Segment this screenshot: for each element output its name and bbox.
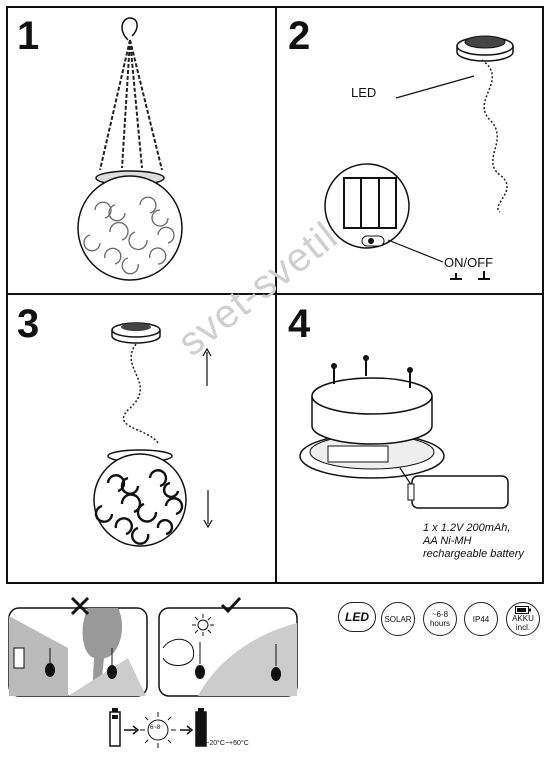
charging-diagram xyxy=(109,708,207,748)
step-number-3: 3 xyxy=(17,302,40,346)
hours-badge-unit: hours xyxy=(429,619,450,628)
akku-sub-label: incl. xyxy=(515,623,531,632)
step-number-4: 4 xyxy=(288,302,311,346)
hours-badge-value: ~6-8 xyxy=(431,610,449,619)
on-off-label: ON/OFF xyxy=(444,255,494,270)
ip-rating-badge: IP44 xyxy=(464,602,498,636)
switch-pointer-line xyxy=(387,239,444,263)
check-icon xyxy=(220,596,242,614)
akku-label: AKKU xyxy=(512,614,534,623)
battery-spec-line3: rechargeable battery xyxy=(423,548,524,560)
step-number-1: 1 xyxy=(17,14,40,58)
akku-badge: AKKU incl. xyxy=(506,602,540,636)
battery-spec-line1: 1 x 1.2V 200mAh, xyxy=(423,522,511,534)
led-wire xyxy=(481,59,508,213)
sun-icon xyxy=(192,614,214,636)
temperature-range: -20°C~+60°C xyxy=(207,740,249,747)
placement-correct-illustration xyxy=(158,607,298,697)
battery-compartment-illustration xyxy=(299,355,509,509)
battery-spec-line2: AA Ni-MH xyxy=(423,535,472,547)
cross-icon xyxy=(70,596,90,616)
down-arrow xyxy=(203,490,213,529)
solar-cap-illustration xyxy=(456,35,514,62)
lantern-with-solar-cap xyxy=(93,322,187,547)
led-label: LED xyxy=(351,85,377,100)
led-pointer-line xyxy=(395,75,475,99)
switch-symbols xyxy=(450,271,490,280)
solar-badge: SOLAR xyxy=(381,602,415,636)
led-badge: LED xyxy=(338,602,376,632)
solar-panel-closeup xyxy=(324,163,410,249)
grid-divider-vertical xyxy=(275,6,277,584)
solar-badge-label: SOLAR xyxy=(384,614,412,624)
battery-icon xyxy=(515,606,531,614)
step-number-2: 2 xyxy=(288,14,311,58)
hanging-lantern-illustration xyxy=(77,17,183,281)
up-arrow xyxy=(202,347,212,386)
hours-badge: ~6-8 hours xyxy=(423,602,457,636)
placement-wrong-illustration xyxy=(8,607,148,697)
grid-divider-horizontal xyxy=(6,293,544,295)
sun-hours-label: 6~8 xyxy=(150,725,161,731)
ip-rating-label: IP44 xyxy=(472,614,490,624)
